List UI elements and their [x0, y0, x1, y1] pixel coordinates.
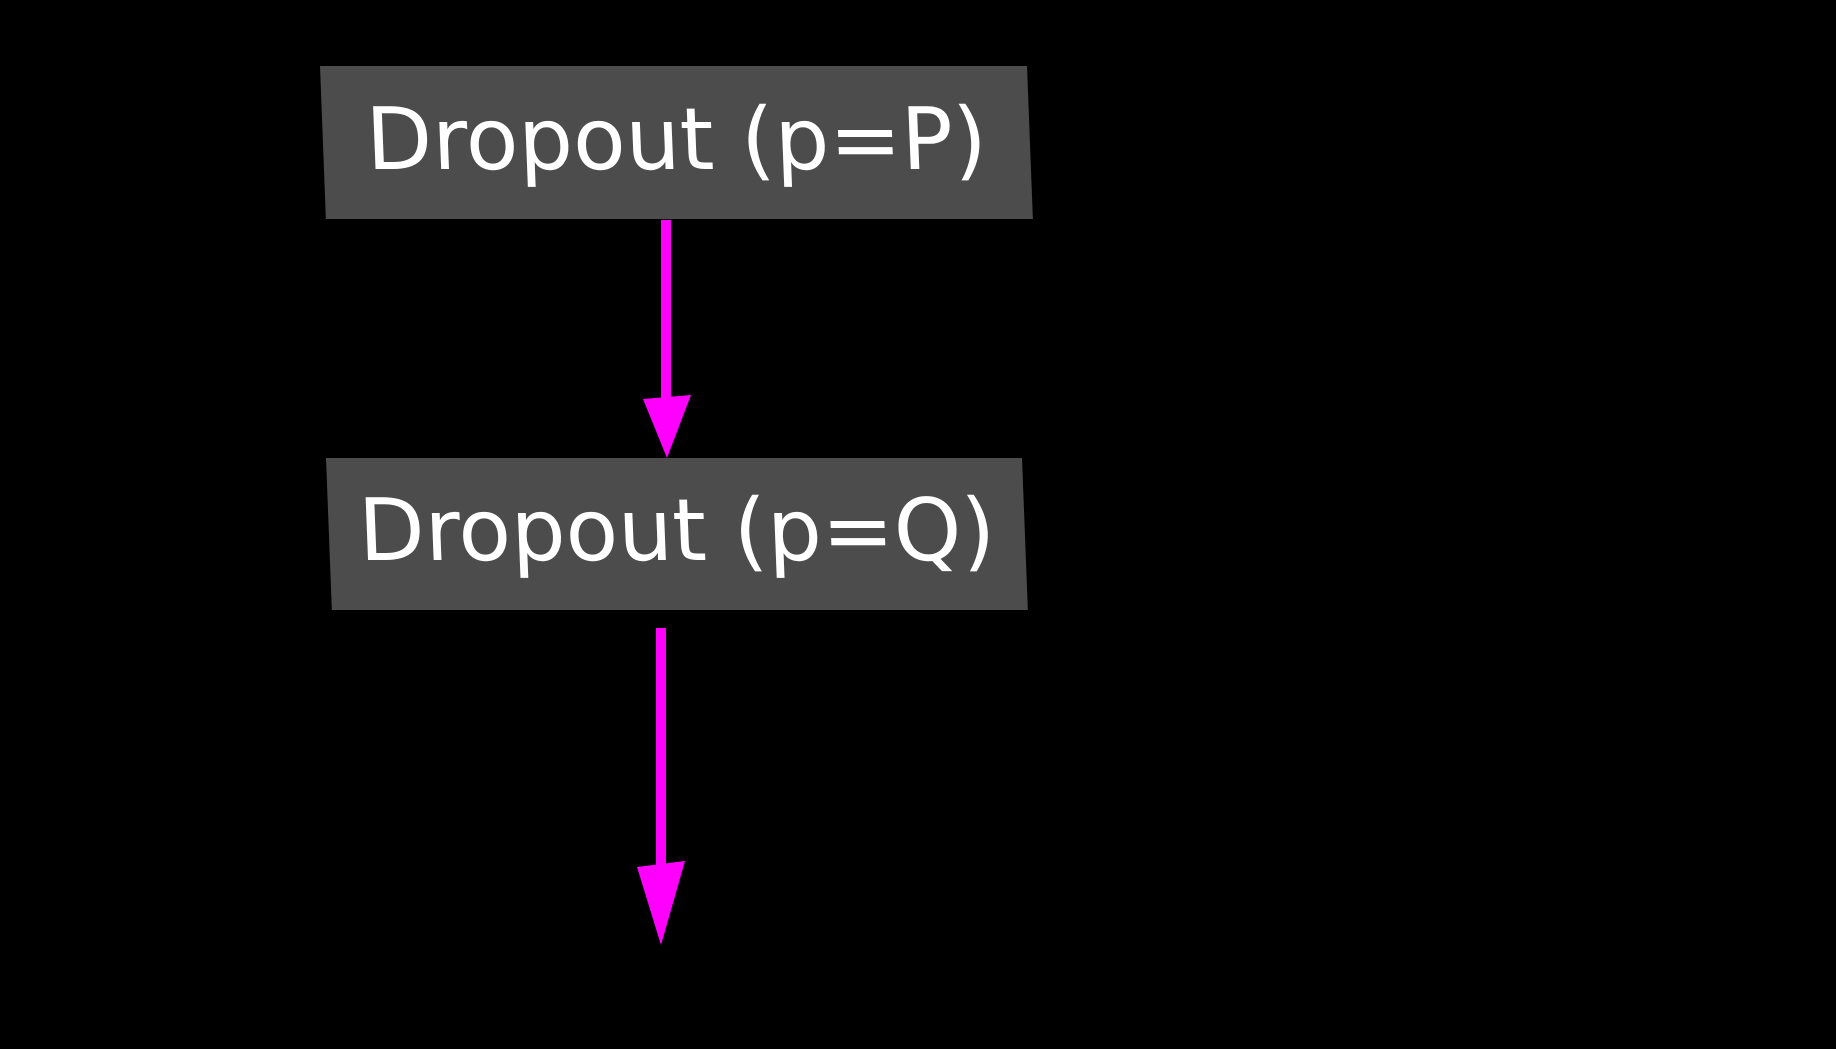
arrowhead-down-icon [637, 861, 685, 945]
edge-dropout-q-to-offscreen [637, 628, 685, 945]
arrowhead-down-icon [643, 395, 691, 458]
node-dropout-p-label: Dropout (p=P) [364, 89, 989, 190]
node-dropout-q-label: Dropout (p=Q) [356, 481, 997, 581]
edge-dropout-p-to-dropout-q [643, 220, 691, 458]
node-dropout-p: Dropout (p=P) [320, 66, 1033, 219]
node-dropout-q: Dropout (p=Q) [326, 458, 1028, 610]
